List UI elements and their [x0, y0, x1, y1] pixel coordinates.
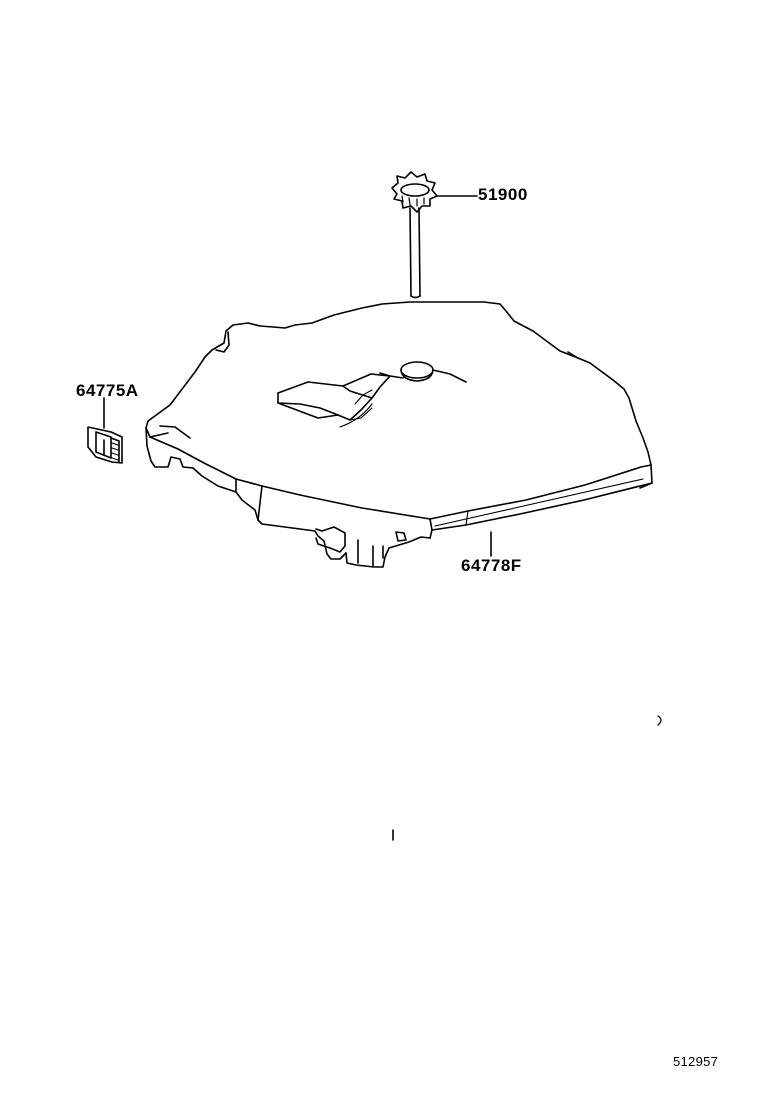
part-number-64778f[interactable]: 64778F: [461, 556, 522, 575]
scan-mark: [657, 715, 662, 726]
leader-lines: [103, 195, 492, 557]
diagram-id: 512957: [673, 1054, 719, 1069]
clip-icon: [87, 426, 123, 464]
part-number-51900[interactable]: 51900: [478, 185, 528, 204]
part-number-64775a[interactable]: 64775A: [76, 381, 139, 400]
spare-tire-cover-icon: [145, 301, 653, 568]
hold-down-bolt-icon: [391, 171, 438, 299]
